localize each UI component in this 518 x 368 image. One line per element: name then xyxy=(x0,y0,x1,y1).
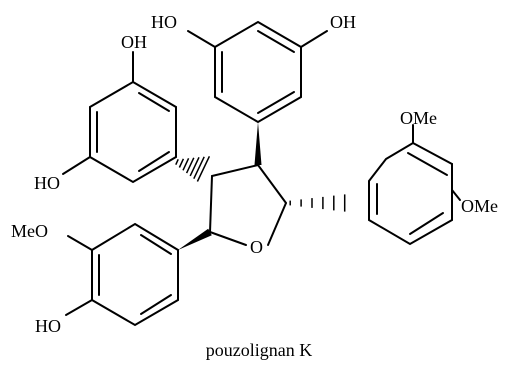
wedge-bond-c3-ring-b xyxy=(254,122,262,165)
ring-c-dimethoxyphenyl xyxy=(368,124,461,246)
ome-label-ring-c-para: OMe xyxy=(461,196,498,216)
meo-label-ring-d: MeO xyxy=(11,221,48,241)
hashed-bond-c4-ring-c xyxy=(289,194,346,212)
ho-label-ring-b-left: HO xyxy=(151,12,177,32)
ring-oxygen-label: O xyxy=(250,237,263,257)
pouzolignan-k-structure: OH HO HO OH OMe OMe MeO HO O xyxy=(11,12,498,336)
compound-name-caption: pouzolignan K xyxy=(205,340,313,360)
wedge-bond-c5-ring-d xyxy=(178,228,212,250)
oh-label-ring-b-right: OH xyxy=(330,12,356,32)
ring-b-dihydroxyphenyl xyxy=(187,20,328,124)
ring-a-dihydroxyphenyl xyxy=(62,51,177,184)
ho-label-ring-a-bottom: HO xyxy=(34,173,60,193)
tetrahydrofuran-ring xyxy=(209,164,287,246)
ring-d-guaiacyl xyxy=(65,222,179,327)
oh-label-ring-a-top: OH xyxy=(121,32,147,52)
ome-label-ring-c-meta: OMe xyxy=(400,108,437,128)
ho-label-ring-d: HO xyxy=(35,316,61,336)
hashed-bond-c2-ring-a xyxy=(175,155,211,182)
